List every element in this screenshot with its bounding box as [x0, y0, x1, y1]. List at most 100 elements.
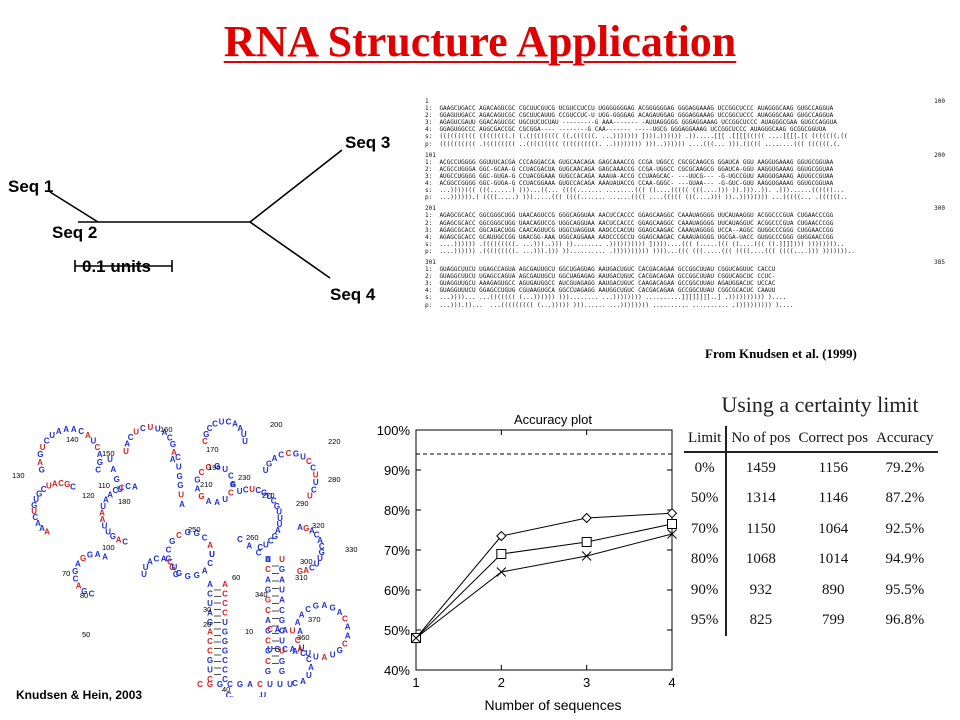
rna-base: A	[207, 580, 213, 589]
rna-base: A	[300, 677, 306, 686]
alignment-row: 1: GAAGCUGACC AGACAGUCGC CGCUUCGUCG UCGU…	[425, 105, 834, 113]
rna-base: U	[279, 637, 285, 646]
rna-base: A	[297, 523, 303, 532]
data-point-square	[667, 519, 677, 529]
rna-base: C	[300, 649, 306, 658]
table-cell: 825	[749, 612, 773, 629]
rna-base: G	[97, 458, 103, 467]
rna-position-label: 170	[206, 445, 219, 454]
table-cell: 1150	[746, 520, 776, 537]
rna-base: C	[197, 680, 203, 689]
alignment-row: 3: GUAGGUUGCU AAAGAGUGCC AGUGAUGGCC AUCG…	[425, 280, 776, 288]
alignment-row: 2: GGAGUUGACC AGACAGUCGC CGCUUCAUUG CCGU…	[425, 112, 834, 120]
rna-base: A	[290, 645, 296, 654]
table-cell: 92.5%	[885, 520, 925, 537]
rna-base: U	[242, 437, 248, 446]
alignment-row: s: ....)))))) .(((((((((. ...)))..))) ))…	[425, 240, 845, 248]
rna-base: C	[222, 666, 228, 675]
rna-base: U	[209, 550, 215, 559]
rna-base: A	[100, 515, 106, 524]
table-cell: 1459	[745, 459, 776, 476]
rna-base: U	[207, 666, 213, 675]
rna-base: G	[279, 616, 285, 625]
tree-scale-label: 0.1 units	[82, 257, 151, 276]
table-cell: 96.8%	[885, 612, 925, 629]
rna-base: A	[257, 696, 263, 697]
table-header-row: Limit No of pos Correct pos Accuracy	[684, 426, 938, 453]
rna-base: C	[32, 513, 38, 522]
table-cell: 1064	[818, 520, 849, 537]
rna-base: G	[169, 563, 175, 572]
alignment-start: 101	[425, 151, 436, 159]
alignment-row: 3: AGAGCGCACC GGCAGACUGG CAACAGUUCG UGGC…	[425, 226, 834, 234]
data-point-cross	[496, 567, 507, 577]
rna-base: C	[44, 436, 50, 445]
alignment-row: p: ....)))))) .(((((((((. ...))).))) )).…	[425, 247, 855, 255]
rna-base: A	[103, 496, 109, 505]
rna-base: A	[272, 454, 278, 463]
rna-base: C	[255, 486, 261, 495]
rna-base: U	[313, 652, 319, 661]
rna-base: A	[299, 611, 305, 620]
series-line-diamond	[415, 512, 673, 639]
rna-base: A	[292, 647, 298, 656]
rna-position-label: 50	[82, 630, 90, 639]
rna-base: G	[169, 537, 175, 546]
rna-base: U	[277, 514, 283, 523]
rna-base: A	[246, 542, 252, 551]
y-tick-label: 70%	[384, 543, 410, 558]
rna-position-label: 60	[232, 573, 240, 582]
tree-label-seq1: Seq 1	[8, 177, 53, 196]
rna-base: G	[222, 647, 228, 656]
rna-base: G	[279, 657, 285, 666]
rna-base: C	[212, 420, 218, 429]
rna-base: A	[37, 458, 43, 467]
rna-base: C	[237, 535, 243, 544]
rna-base: U	[265, 555, 271, 564]
data-point-cross	[667, 529, 677, 539]
rna-base: C	[70, 483, 76, 492]
rna-base: U	[277, 680, 283, 689]
rna-base: G	[173, 570, 179, 579]
rna-base: C	[207, 424, 213, 433]
rna-base: U	[148, 423, 154, 432]
rna-base: G	[194, 476, 200, 485]
rna-base: G	[185, 572, 191, 581]
rna-base: C	[207, 559, 213, 568]
rna-base: G	[214, 462, 220, 471]
rna-position-label: 120	[82, 491, 95, 500]
alignment-row: p: ...)))))).( ((((.....) ))).....((( ((…	[425, 194, 848, 202]
rna-base: A	[132, 482, 138, 491]
rna-base: G	[36, 489, 42, 498]
y-tick-label: 100%	[377, 423, 411, 438]
rna-base: G	[165, 555, 171, 564]
rna-base: U	[219, 417, 225, 426]
rna-base: U	[117, 485, 123, 494]
rna-base: U	[141, 570, 147, 579]
alignment-row: s: ...))))... ...((((((( (...)))))) ))).…	[425, 294, 787, 302]
rna-base: A	[265, 555, 271, 564]
x-tick-label: 4	[668, 675, 675, 690]
rna-base: A	[110, 465, 116, 474]
rna-base: G	[72, 567, 78, 576]
rna-base: G	[313, 602, 319, 611]
rna-base: G	[265, 596, 271, 605]
rna-base: U	[299, 643, 305, 652]
rna-base: G	[39, 465, 45, 474]
rna-base: C	[222, 609, 228, 618]
rna-base: U	[91, 436, 97, 445]
table-cell: 1014	[818, 551, 849, 568]
rna-base: U	[249, 485, 255, 494]
rna-position-label: 260	[246, 533, 259, 542]
rna-base: C	[278, 451, 284, 460]
rna-base: G	[194, 529, 200, 538]
rna-base: U	[222, 618, 228, 627]
